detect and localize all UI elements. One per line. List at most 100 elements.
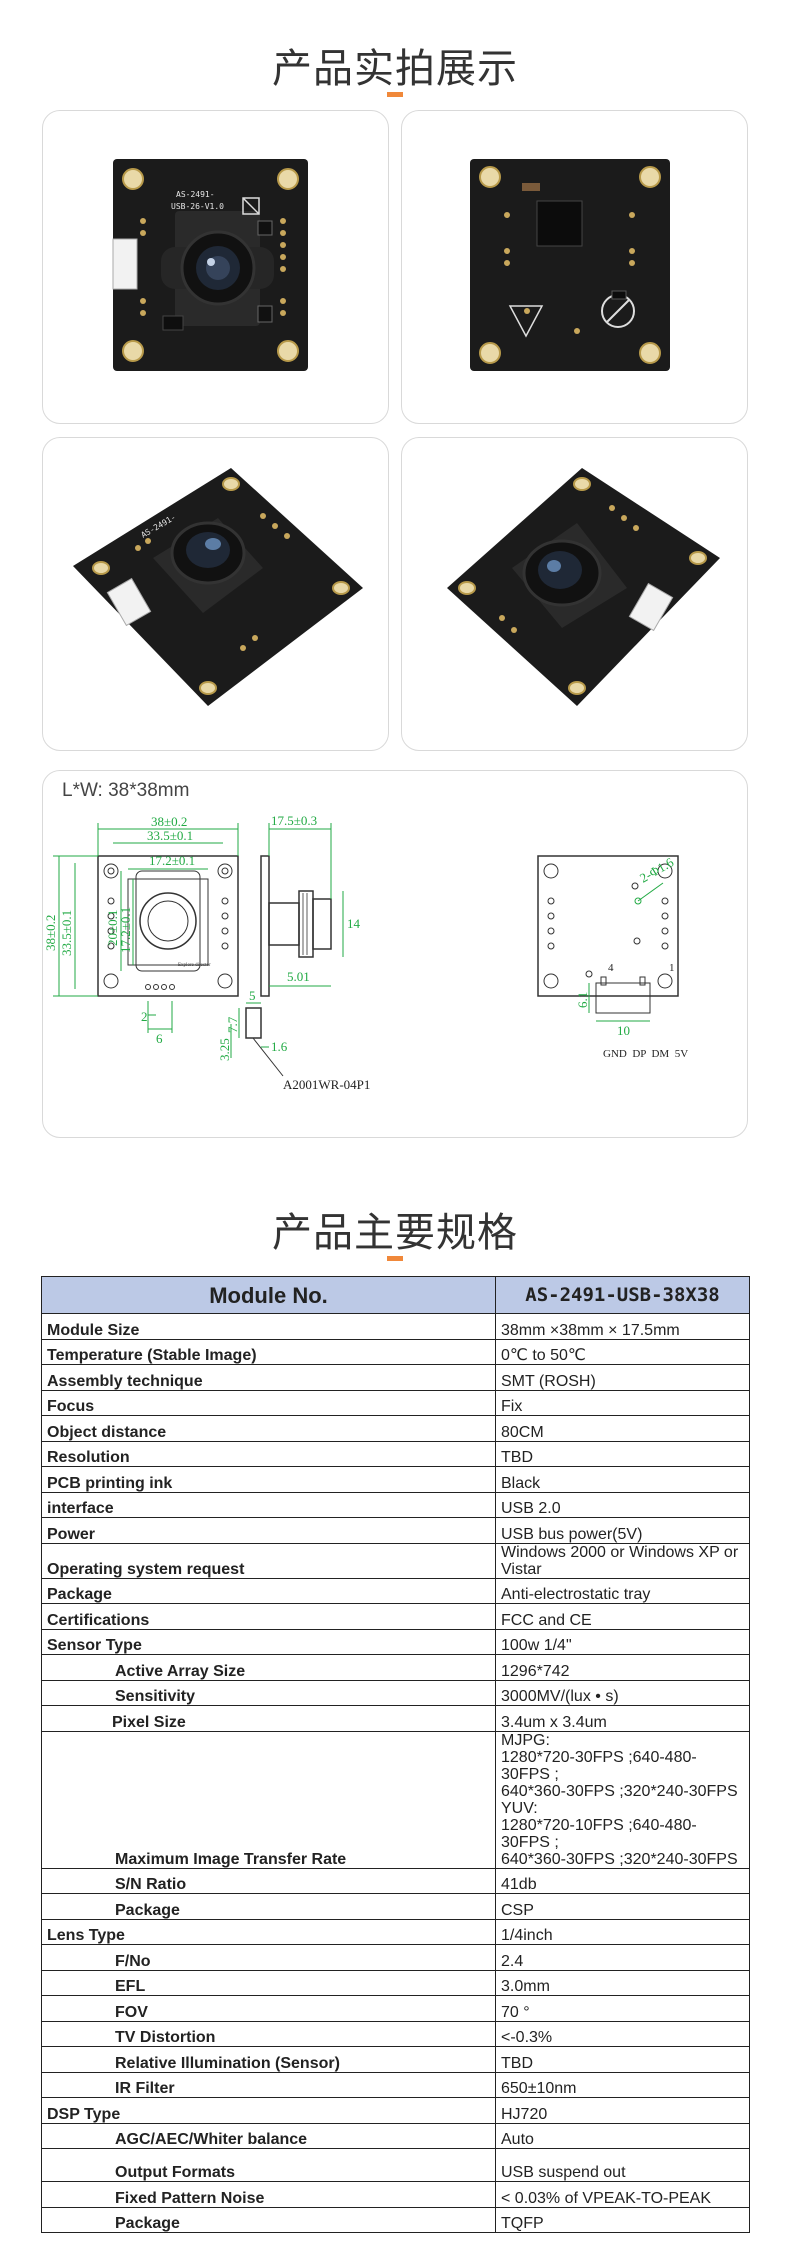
spec-value: USB suspend out bbox=[495, 2148, 750, 2182]
dimension-label: L*W: 38*38mm bbox=[62, 780, 190, 801]
spec-value: SMT (ROSH) bbox=[495, 1364, 750, 1391]
dim-conn-t: 1.6 bbox=[271, 1039, 288, 1054]
spec-value: USB bus power(5V) bbox=[495, 1517, 750, 1544]
spec-value: TBD bbox=[495, 1440, 750, 1467]
spec-key: Package bbox=[41, 1893, 496, 1920]
table-row: Temperature (Stable Image)0℃ to 50℃ bbox=[41, 1338, 750, 1365]
dim-pin-pitch: 2 bbox=[141, 1009, 148, 1024]
spec-value: < 0.03% of VPEAK-TO-PEAK bbox=[495, 2181, 750, 2208]
table-row: TV Distortion<-0.3% bbox=[41, 2020, 750, 2047]
spec-key: Focus bbox=[41, 1389, 496, 1416]
connector-pinout: GND DP DM 5V bbox=[603, 1048, 688, 1060]
spec-value: 1/4inch bbox=[495, 1918, 750, 1945]
spec-key: Package bbox=[41, 2206, 496, 2233]
spec-value: 3.4um x 3.4um bbox=[495, 1705, 750, 1732]
header-key: Module No. bbox=[41, 1276, 496, 1314]
dim-pin-span: 6 bbox=[156, 1031, 163, 1046]
spec-table: Module No. AS-2491-USB-38X38 Module Size… bbox=[41, 1276, 750, 2233]
spec-key: Relative Illumination (Sensor) bbox=[41, 2046, 496, 2073]
spec-value: 41db bbox=[495, 1867, 750, 1894]
photo-angled-right bbox=[401, 437, 748, 751]
spec-key: EFL bbox=[41, 1969, 496, 1996]
dim-back-conn-w: 10 bbox=[617, 1023, 630, 1038]
spec-value: 1296*742 bbox=[495, 1654, 750, 1681]
title-accent-bar bbox=[387, 92, 403, 97]
spec-key: Maximum Image Transfer Rate bbox=[41, 1730, 496, 1869]
dim-lens-h: 14 bbox=[347, 916, 361, 931]
spec-value: 0℃ to 50℃ bbox=[495, 1338, 750, 1365]
spec-key: Assembly technique bbox=[41, 1364, 496, 1391]
photo-back-view bbox=[401, 110, 748, 424]
spec-value: 3000MV/(lux • s) bbox=[495, 1679, 750, 1706]
dim-height: 38±0.2 bbox=[43, 915, 58, 951]
spec-key: Operating system request bbox=[41, 1542, 496, 1579]
spec-key: Pixel Size bbox=[41, 1705, 496, 1732]
spec-value: TQFP bbox=[495, 2206, 750, 2233]
spec-value: Black bbox=[495, 1466, 750, 1493]
spec-key: Sensor Type bbox=[41, 1628, 496, 1655]
title-accent-bar-2 bbox=[387, 1256, 403, 1261]
dim-lens-holder: 17.2±0.1 bbox=[149, 853, 195, 868]
spec-value: CSP bbox=[495, 1893, 750, 1920]
spec-key: IR Filter bbox=[41, 2071, 496, 2098]
table-row: Relative Illumination (Sensor)TBD bbox=[41, 2046, 750, 2073]
dim-holder-h1: 20±0.1 bbox=[105, 910, 120, 946]
section-title-specs: 产品主要规格 bbox=[272, 1210, 518, 1256]
spec-key: Package bbox=[41, 1577, 496, 1604]
spec-key: Certifications bbox=[41, 1603, 496, 1630]
board-silkscreen-line1: AS-2491- bbox=[176, 190, 215, 199]
spec-value: TBD bbox=[495, 2046, 750, 2073]
dim-width-inner: 33.5±0.1 bbox=[147, 828, 193, 843]
spec-value: USB 2.0 bbox=[495, 1491, 750, 1518]
spec-key: interface bbox=[41, 1491, 496, 1518]
spec-key: Temperature (Stable Image) bbox=[41, 1338, 496, 1365]
spec-key: S/N Ratio bbox=[41, 1867, 496, 1894]
spec-key: Sensitivity bbox=[41, 1679, 496, 1706]
spec-key: Power bbox=[41, 1517, 496, 1544]
spec-value: FCC and CE bbox=[495, 1603, 750, 1630]
dimension-drawing-card: Explore director 38±0.2 33.5±0.1 17.2±0.… bbox=[42, 770, 748, 1138]
spec-value: Auto bbox=[495, 2122, 750, 2149]
spec-table-header: Module No. AS-2491-USB-38X38 bbox=[41, 1276, 750, 1314]
svg-text:Explore director: Explore director bbox=[178, 963, 211, 968]
spec-value: Windows 2000 or Windows XP or Vistar bbox=[495, 1542, 750, 1579]
spec-key: Fixed Pattern Noise bbox=[41, 2181, 496, 2208]
spec-value: HJ720 bbox=[495, 2097, 750, 2124]
pin-1-label: 1 bbox=[669, 962, 675, 974]
spec-value: 3.0mm bbox=[495, 1969, 750, 1996]
spec-value: <-0.3% bbox=[495, 2020, 750, 2047]
spec-value: MJPG: 1280*720-30FPS ;640-480-30FPS ; 64… bbox=[495, 1730, 750, 1869]
spec-key: Output Formats bbox=[41, 2148, 496, 2182]
photo-angled-left: AS-2491- bbox=[42, 437, 389, 751]
connector-part-number: A2001WR-04P1 bbox=[283, 1077, 370, 1092]
board-silkscreen-line2: USB-26-V1.0 bbox=[171, 202, 224, 211]
dim-holder-h2: 17.2±0.1 bbox=[118, 907, 133, 953]
spec-key: Active Array Size bbox=[41, 1654, 496, 1681]
pin-4-label: 4 bbox=[608, 962, 614, 974]
spec-value: 100w 1/4" bbox=[495, 1628, 750, 1655]
spec-value: 38mm ×38mm × 17.5mm bbox=[495, 1313, 750, 1340]
